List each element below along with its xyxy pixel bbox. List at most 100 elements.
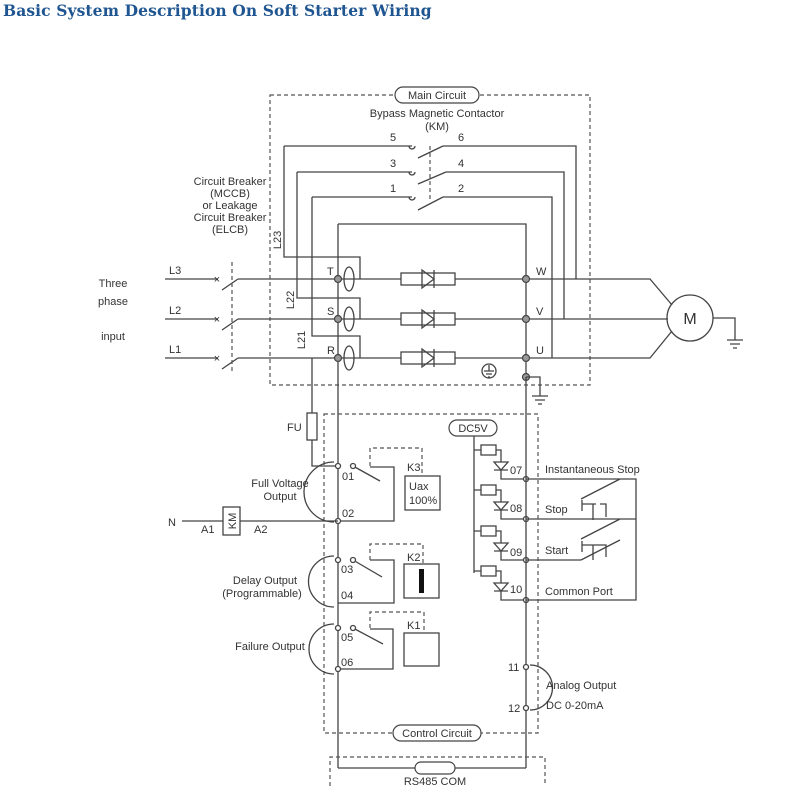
dc5v-label: DC5V xyxy=(458,423,488,435)
wire-l22: L22 xyxy=(285,291,297,309)
control-circuit-pill xyxy=(392,724,482,742)
failure-output-label: Failure Output xyxy=(235,641,305,653)
delay-output-label-2: (Programmable) xyxy=(222,588,301,600)
rs485-boundary xyxy=(329,756,546,786)
terminal-12: 12 xyxy=(508,703,520,715)
fuse xyxy=(306,358,338,467)
resistor-icon xyxy=(480,525,497,537)
contact-1-label: 1 xyxy=(390,183,396,195)
terminal-r: R xyxy=(327,345,335,357)
resistor-icon xyxy=(480,444,497,456)
main-circuit-boundary xyxy=(269,94,591,386)
contact-2-label: 2 xyxy=(458,183,464,195)
terminal-11: 11 xyxy=(508,662,519,674)
wire-l23: L23 xyxy=(272,231,284,249)
terminal-s: S xyxy=(327,306,334,318)
input-stop: Stop xyxy=(545,504,568,516)
terminal-05: 05 xyxy=(341,632,353,644)
terminal-04: 04 xyxy=(341,590,353,602)
contact-4-label: 4 xyxy=(458,158,464,170)
ground-icon xyxy=(481,363,548,405)
terminal-w: W xyxy=(536,266,547,278)
full-voltage-label-2: Output xyxy=(263,491,296,503)
resistor-icon xyxy=(480,565,497,577)
motor-label: M xyxy=(683,311,696,328)
input-common-port: Common Port xyxy=(545,586,613,598)
contact-5-label: 5 xyxy=(390,132,396,144)
delay-output-label: Delay Output xyxy=(233,575,297,587)
terminal-06: 06 xyxy=(341,657,353,669)
analog-output-range: DC 0-20mA xyxy=(546,700,604,712)
analog-output xyxy=(522,377,554,768)
terminal-02: 02 xyxy=(342,508,354,520)
relay-k1 xyxy=(308,611,440,675)
terminal-03: 03 xyxy=(341,564,353,576)
input-optocouplers xyxy=(473,436,530,604)
relay-k1-label: K1 xyxy=(407,620,420,632)
relay-k3-label: K3 xyxy=(407,462,420,474)
control-circuit-label: Control Circuit xyxy=(402,728,472,740)
terminal-u: U xyxy=(536,345,544,357)
bypass-contactor xyxy=(283,145,577,377)
contact-3-label: 3 xyxy=(390,158,396,170)
a1-label: A1 xyxy=(201,524,214,536)
dc5v-pill xyxy=(448,419,498,437)
contactor-label: Bypass Magnetic Contactor xyxy=(370,108,505,120)
contact-6-label: 6 xyxy=(458,132,464,144)
rs485-pill xyxy=(414,761,456,775)
main-circuit-pill xyxy=(394,86,480,104)
uax-value: 100% xyxy=(409,495,437,507)
breaker-x-l1: × xyxy=(214,353,220,365)
phase-label: phase xyxy=(98,296,128,308)
analog-output-label: Analog Output xyxy=(546,680,616,692)
rs485-label: RS485 COM xyxy=(404,776,466,786)
wire-l21: L21 xyxy=(296,331,308,349)
input-start: Start xyxy=(545,545,568,557)
optocoupler-input-2 xyxy=(474,489,526,520)
svg-text:(ELCB): (ELCB) xyxy=(212,224,248,236)
contactor-abbr: (KM) xyxy=(425,121,449,133)
optocoupler-input-1 xyxy=(474,449,526,480)
optocoupler-input-3 xyxy=(474,530,526,561)
terminal-09: 09 xyxy=(510,547,522,559)
breaker-label: Circuit Breaker (MCCB) or Leakage Circui… xyxy=(194,176,267,236)
svg-text:or Leakage: or Leakage xyxy=(202,200,257,212)
thyristors xyxy=(400,268,456,369)
line-l2: L2 xyxy=(169,305,181,317)
svg-text:Circuit Breaker: Circuit Breaker xyxy=(194,176,267,188)
optocoupler-input-4 xyxy=(474,570,526,601)
terminal-t: T xyxy=(327,266,334,278)
terminal-01: 01 xyxy=(342,471,354,483)
uax-label: Uax xyxy=(409,481,429,493)
a2-label: A2 xyxy=(254,524,267,536)
terminal-08: 08 xyxy=(510,503,522,515)
input-label: input xyxy=(101,331,125,343)
three-label: Three xyxy=(99,278,128,290)
terminal-07: 07 xyxy=(510,465,522,477)
neutral-label: N xyxy=(168,517,176,529)
resistor-icon xyxy=(480,484,497,496)
terminal-10: 10 xyxy=(510,584,522,596)
input-instantaneous-stop: Instantaneous Stop xyxy=(545,464,640,476)
relay-k2 xyxy=(307,543,440,608)
motor-icon xyxy=(666,294,743,349)
svg-text:(MCCB): (MCCB) xyxy=(210,188,250,200)
breaker-x-l2: × xyxy=(214,314,220,326)
page-title: Basic System Description On Soft Starter… xyxy=(3,1,432,20)
power-terminals xyxy=(333,274,531,382)
terminal-v: V xyxy=(536,306,544,318)
input-switches xyxy=(526,478,637,601)
km-coil xyxy=(182,506,338,536)
line-l3: L3 xyxy=(169,265,181,277)
current-transformers xyxy=(343,266,355,371)
svg-text:Circuit Breaker: Circuit Breaker xyxy=(194,212,267,224)
breaker-x-l3: × xyxy=(214,274,220,286)
relay-k2-label: K2 xyxy=(407,552,420,564)
main-circuit-label: Main Circuit xyxy=(408,90,466,102)
relay-k3 xyxy=(303,447,441,525)
fuse-label: FU xyxy=(287,422,302,434)
line-l1: L1 xyxy=(169,344,181,356)
coil-label: KM xyxy=(227,513,239,530)
full-voltage-label: Full Voltage xyxy=(251,478,308,490)
